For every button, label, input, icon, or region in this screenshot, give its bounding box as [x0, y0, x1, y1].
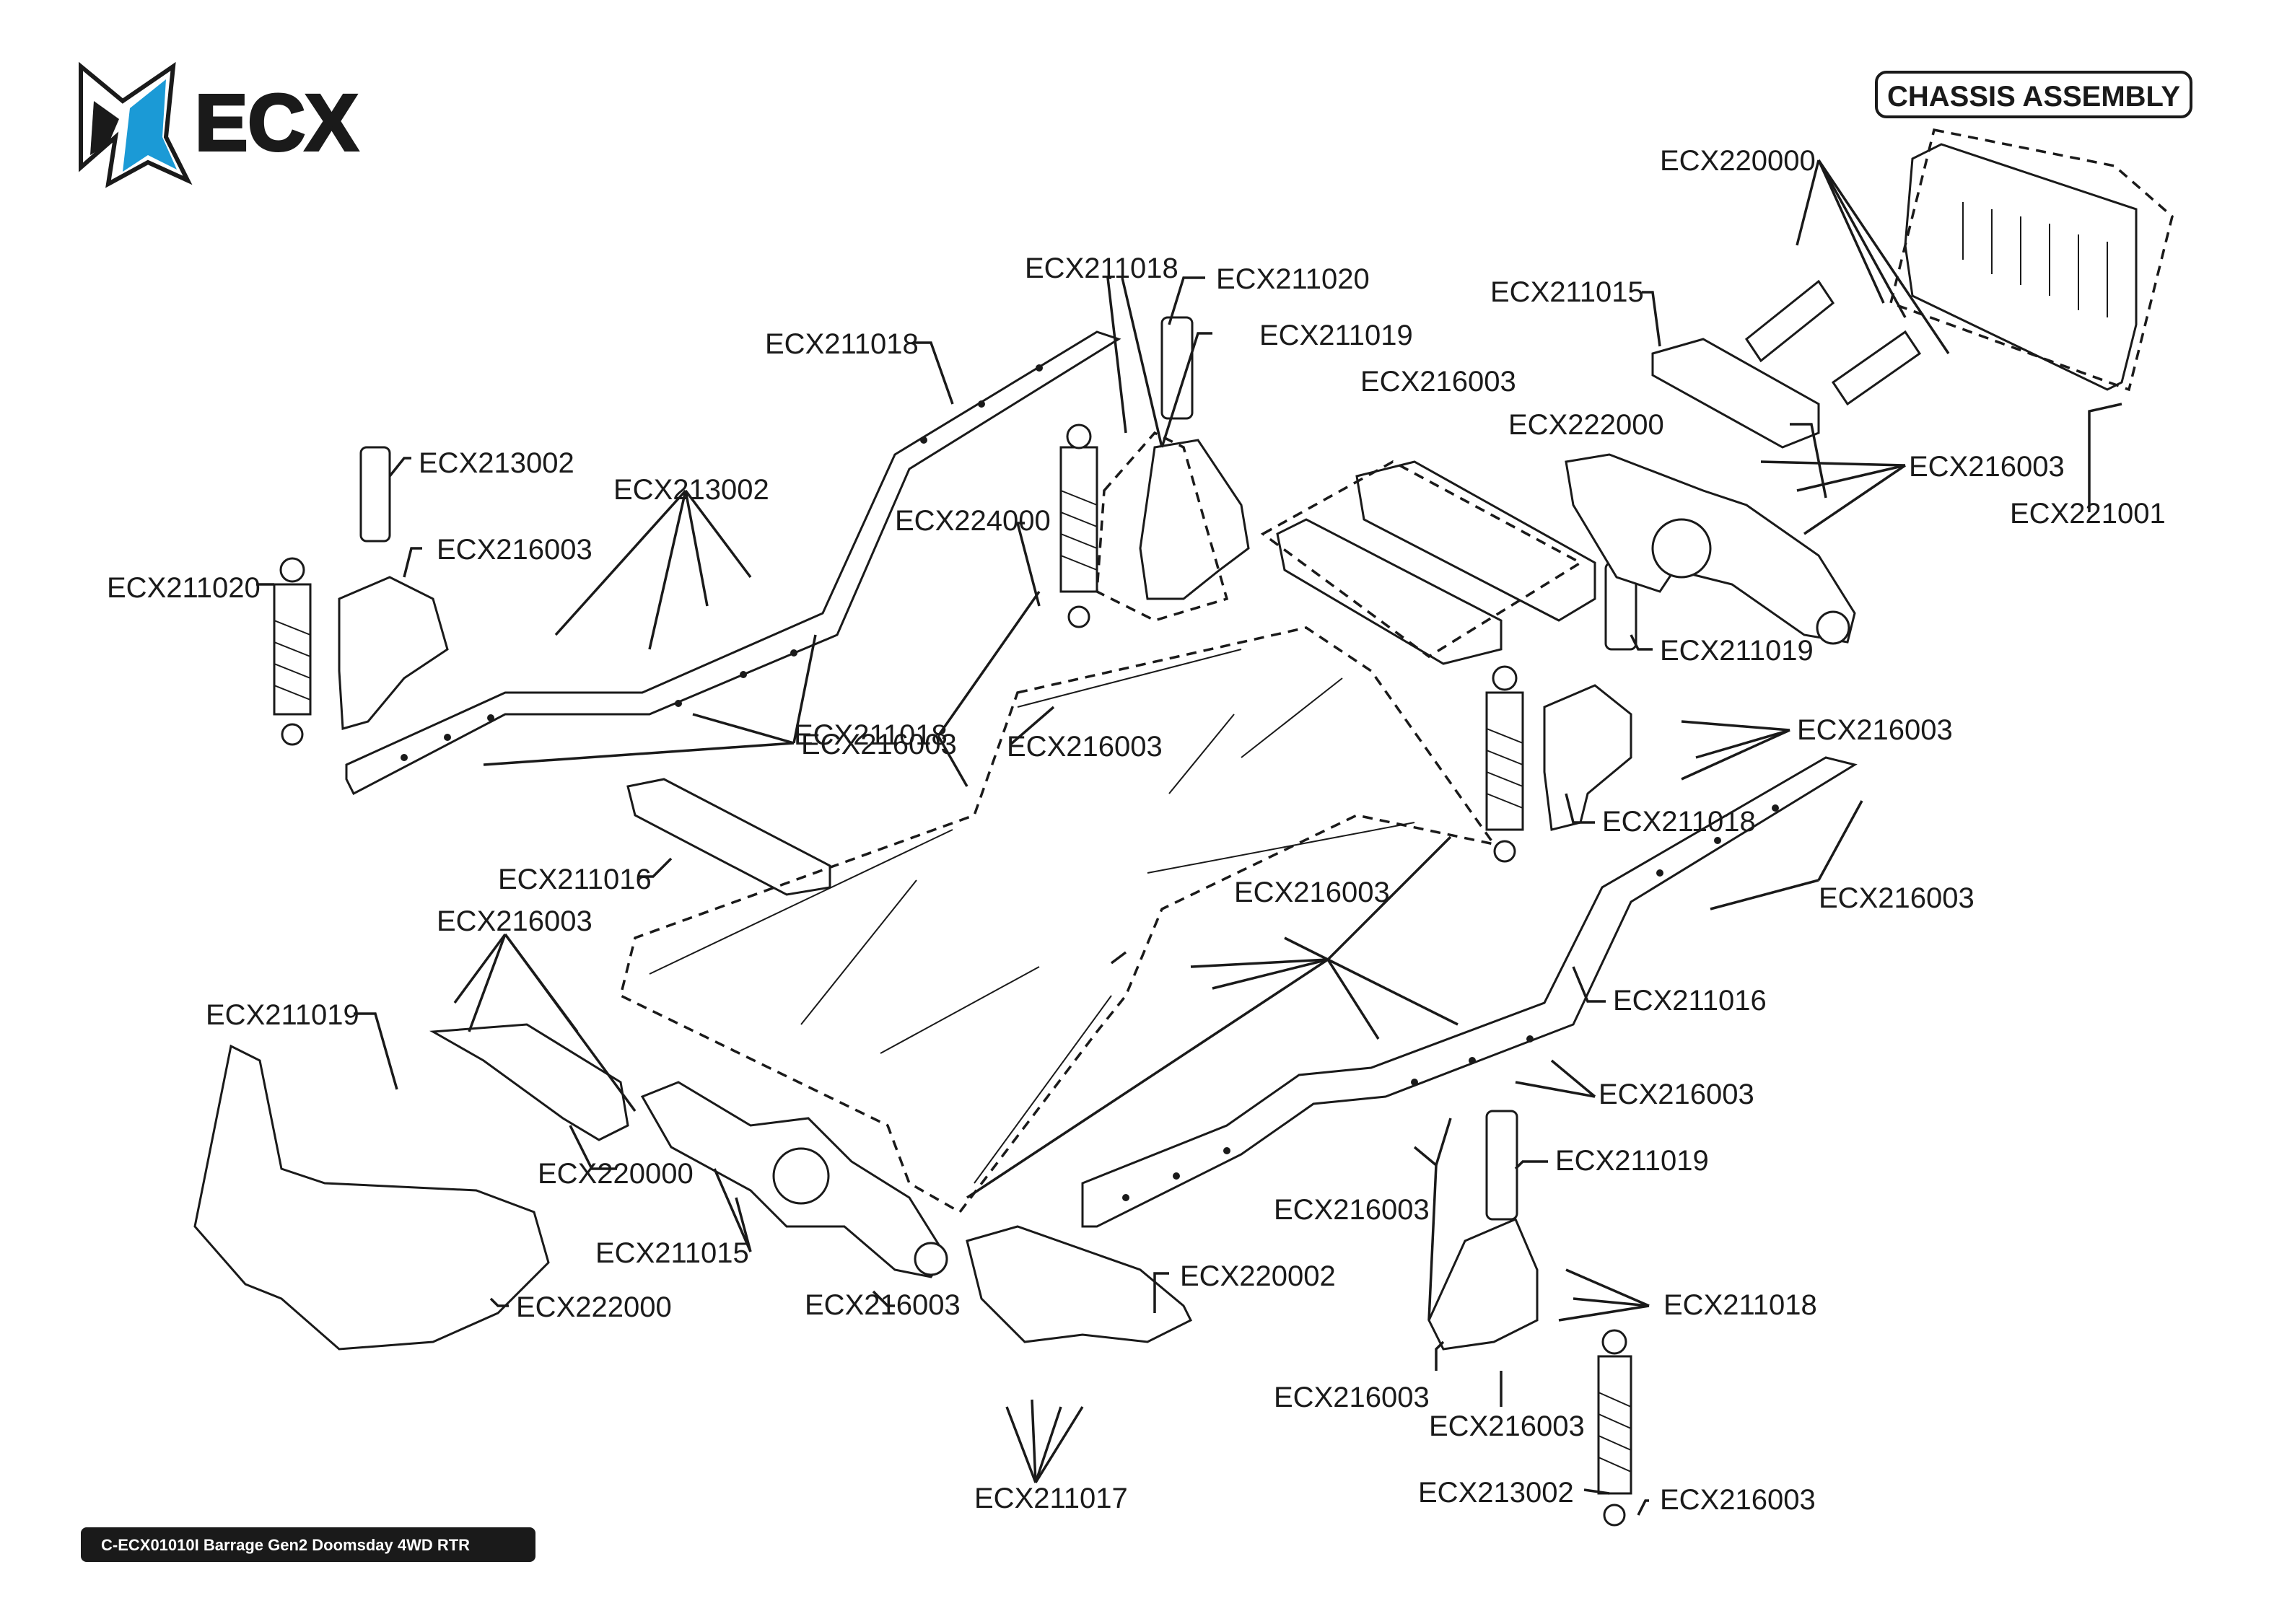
- part-label: ECX213002: [613, 474, 769, 506]
- part-label: ECX222000: [516, 1291, 672, 1323]
- part-label: ECX216003: [1360, 366, 1516, 398]
- part-label: ECX211015: [1490, 276, 1644, 308]
- part-label: ECX224000: [895, 505, 1051, 537]
- part-label: ECX216003: [1234, 877, 1390, 908]
- part-label: ECX220002: [1180, 1260, 1336, 1292]
- part-label: ECX211019: [206, 999, 359, 1031]
- part-label: ECX216003: [437, 905, 592, 937]
- part-label: ECX211019: [1555, 1145, 1709, 1177]
- part-label: ECX211018: [1663, 1289, 1817, 1321]
- part-label: ECX216003: [1274, 1382, 1430, 1413]
- part-label: ECX216003: [437, 534, 592, 566]
- part-label: ECX211018: [765, 328, 919, 360]
- part-label: ECX216003: [1429, 1410, 1585, 1442]
- part-labels: ECX220000 ECX211015 ECX222000 ECX216003 …: [107, 145, 2166, 1516]
- part-label: ECX222000: [1508, 409, 1664, 441]
- part-label: ECX211018: [1602, 806, 1756, 838]
- part-label: ECX211019: [1660, 635, 1814, 667]
- part-label: ECX220000: [538, 1158, 694, 1190]
- logo-text: ECX: [195, 79, 358, 167]
- part-label: ECX211016: [1613, 985, 1767, 1017]
- parts-illustration: [193, 128, 2174, 1527]
- part-label: ECX211019: [1259, 320, 1413, 351]
- part-label: ECX211020: [107, 572, 261, 604]
- title-text: CHASSIS ASSEMBLY: [1887, 81, 2180, 113]
- part-label: ECX216003: [1909, 451, 2065, 483]
- part-label: ECX216003: [1660, 1484, 1816, 1516]
- part-label: ECX211018: [1025, 253, 1178, 284]
- part-label: ECX216003: [805, 1289, 961, 1321]
- footer-text: C-ECX01010I Barrage Gen2 Doomsday 4WD RT…: [101, 1536, 470, 1554]
- part-label: ECX216003: [801, 729, 957, 760]
- part-label: ECX216003: [1819, 882, 1975, 914]
- part-label: ECX211017: [974, 1483, 1128, 1514]
- part-label: ECX211015: [595, 1237, 749, 1269]
- part-label: ECX221001: [2010, 498, 2166, 530]
- part-label: ECX213002: [1418, 1477, 1574, 1509]
- leader-lines: [256, 159, 2122, 1516]
- part-label: ECX216003: [1599, 1079, 1754, 1110]
- part-label: ECX216003: [1007, 731, 1163, 763]
- part-label: ECX213002: [419, 447, 574, 479]
- part-label: ECX216003: [1274, 1194, 1430, 1226]
- section-title: CHASSIS ASSEMBLY: [1875, 71, 2192, 118]
- part-label: ECX211016: [498, 864, 652, 895]
- part-label: ECX211018: [794, 719, 948, 751]
- footer-bar: C-ECX01010I Barrage Gen2 Doomsday 4WD RT…: [81, 1527, 535, 1562]
- part-label: ECX211020: [1216, 263, 1370, 295]
- ecx-logo: ECX: [79, 61, 359, 188]
- part-label: ECX216003: [1797, 714, 1953, 746]
- part-label: ECX220000: [1660, 145, 1816, 177]
